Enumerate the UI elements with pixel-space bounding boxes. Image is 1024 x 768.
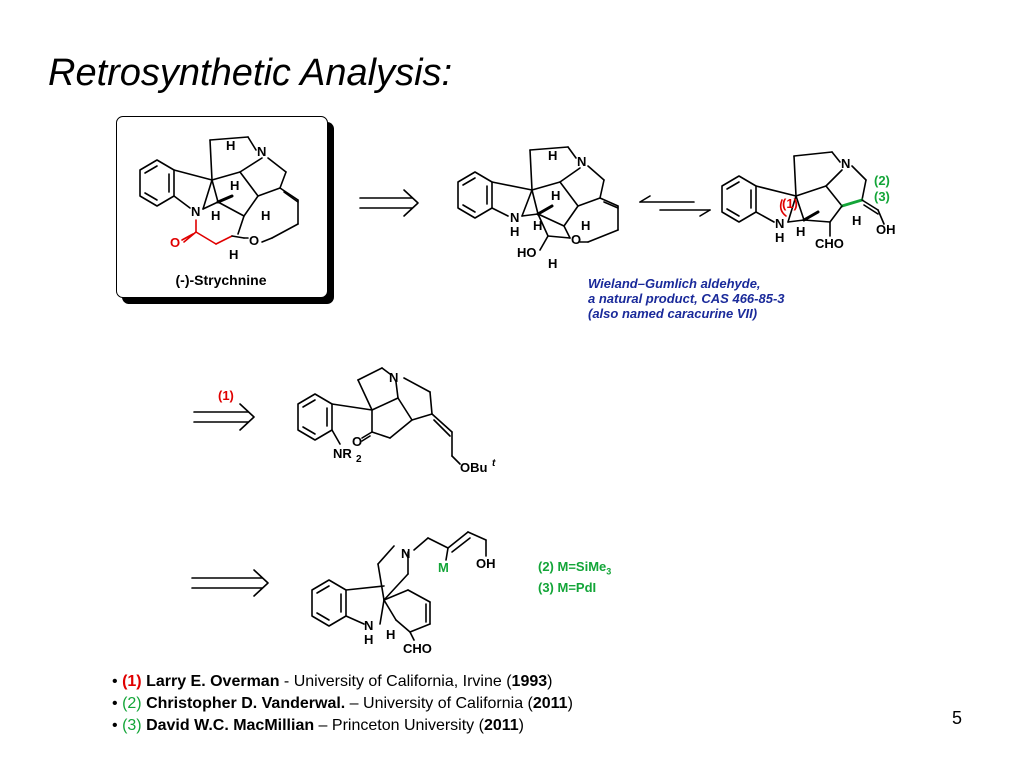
reference-item: • (2) Christopher D. Vanderwal. – Univer… (112, 695, 573, 712)
hemiacetal-o: O (571, 232, 581, 247)
strychnine-n-top: N (257, 144, 266, 159)
hemiacetal-structure (457, 146, 619, 251)
vanderwal-cho: CHO (403, 641, 432, 656)
aldehyde-mark-2: (2) (874, 173, 890, 188)
retro-arrow-2 (193, 403, 255, 431)
aldehyde-description-line-3: (also named caracurine VII) (588, 306, 758, 321)
hemiacetal-h4: H (581, 218, 590, 233)
overman-nr2: NR (333, 446, 352, 461)
aldehyde-nh-h: H (775, 230, 784, 245)
aldehyde-n-top: N (841, 156, 850, 171)
vanderwal-nh-h: H (364, 632, 373, 647)
vanderwal-m: M (438, 560, 449, 575)
aldehyde-description-line-2: a natural product, CAS 466-85-3 (588, 291, 785, 306)
strychnine-h1: H (226, 138, 235, 153)
references-list: • (1) Larry E. Overman - University of C… (112, 671, 573, 737)
retro-arrow-1 (359, 189, 419, 217)
slide-title: Retrosynthetic Analysis: (48, 52, 453, 94)
vanderwal-nh-n: N (364, 618, 373, 633)
page-number: 5 (952, 708, 963, 728)
aldehyde-description: Wieland–Gumlich aldehyde, a natural prod… (588, 276, 785, 321)
strychnine-h4: H (261, 208, 270, 223)
vanderwal-n: N (401, 546, 410, 561)
metal-note-1: (2) M=SiMe3 (538, 559, 612, 577)
aldehyde-oh: OH (876, 222, 896, 237)
aldehyde-mark-3: (3) (874, 189, 890, 204)
strychnine-n-indole: N (191, 204, 200, 219)
metal-notes: (2) M=SiMe3 (3) M=PdI (538, 559, 611, 595)
hemiacetal-h5: H (548, 256, 557, 271)
hemiacetal-h3: H (533, 218, 542, 233)
strychnine-structure (139, 136, 299, 245)
overman-n: N (389, 370, 398, 385)
equilibrium-arrows (639, 195, 711, 217)
strychnine-o-carbonyl: O (170, 235, 180, 250)
retro-arrow-3 (191, 569, 269, 597)
aldehyde-cho: CHO (815, 236, 844, 251)
strychnine-h2: H (230, 178, 239, 193)
hemiacetal-h1: H (548, 148, 557, 163)
hemiacetal-nh-h: H (510, 224, 519, 239)
strychnine-name: (-)-Strychnine (176, 272, 267, 288)
aldehyde-nh-n: N (775, 216, 784, 231)
strychnine-h5: H (229, 247, 238, 262)
overman-step-label: (1) (218, 388, 234, 403)
hemiacetal-ho: HO (517, 245, 537, 260)
vanderwal-h: H (386, 627, 395, 642)
vanderwal-structure (311, 531, 487, 641)
overman-o: O (352, 434, 362, 449)
hemiacetal-n-top: N (577, 154, 586, 169)
strychnine-o-ether: O (249, 233, 259, 248)
overman-structure (297, 367, 461, 465)
overman-obu: OBu (460, 460, 488, 475)
aldehyde-h2: H (852, 213, 861, 228)
overman-nr2-sub: 2 (356, 454, 362, 465)
aldehyde-structure (721, 151, 885, 237)
vanderwal-oh: OH (476, 556, 496, 571)
overman-obu-sup: t (492, 458, 496, 469)
aldehyde-h1: H (796, 224, 805, 239)
aldehyde-mark-1: (1) (782, 196, 798, 211)
strychnine-h3: H (211, 208, 220, 223)
reference-item: • (1) Larry E. Overman - University of C… (112, 673, 553, 690)
hemiacetal-h2: H (551, 188, 560, 203)
strychnine-box (116, 116, 328, 298)
hemiacetal-nh-n: N (510, 210, 519, 225)
reference-item: • (3) David W.C. MacMillian – Princeton … (112, 717, 524, 734)
metal-note-2: (3) M=PdI (538, 579, 597, 595)
aldehyde-description-line-1: Wieland–Gumlich aldehyde, (588, 276, 761, 291)
